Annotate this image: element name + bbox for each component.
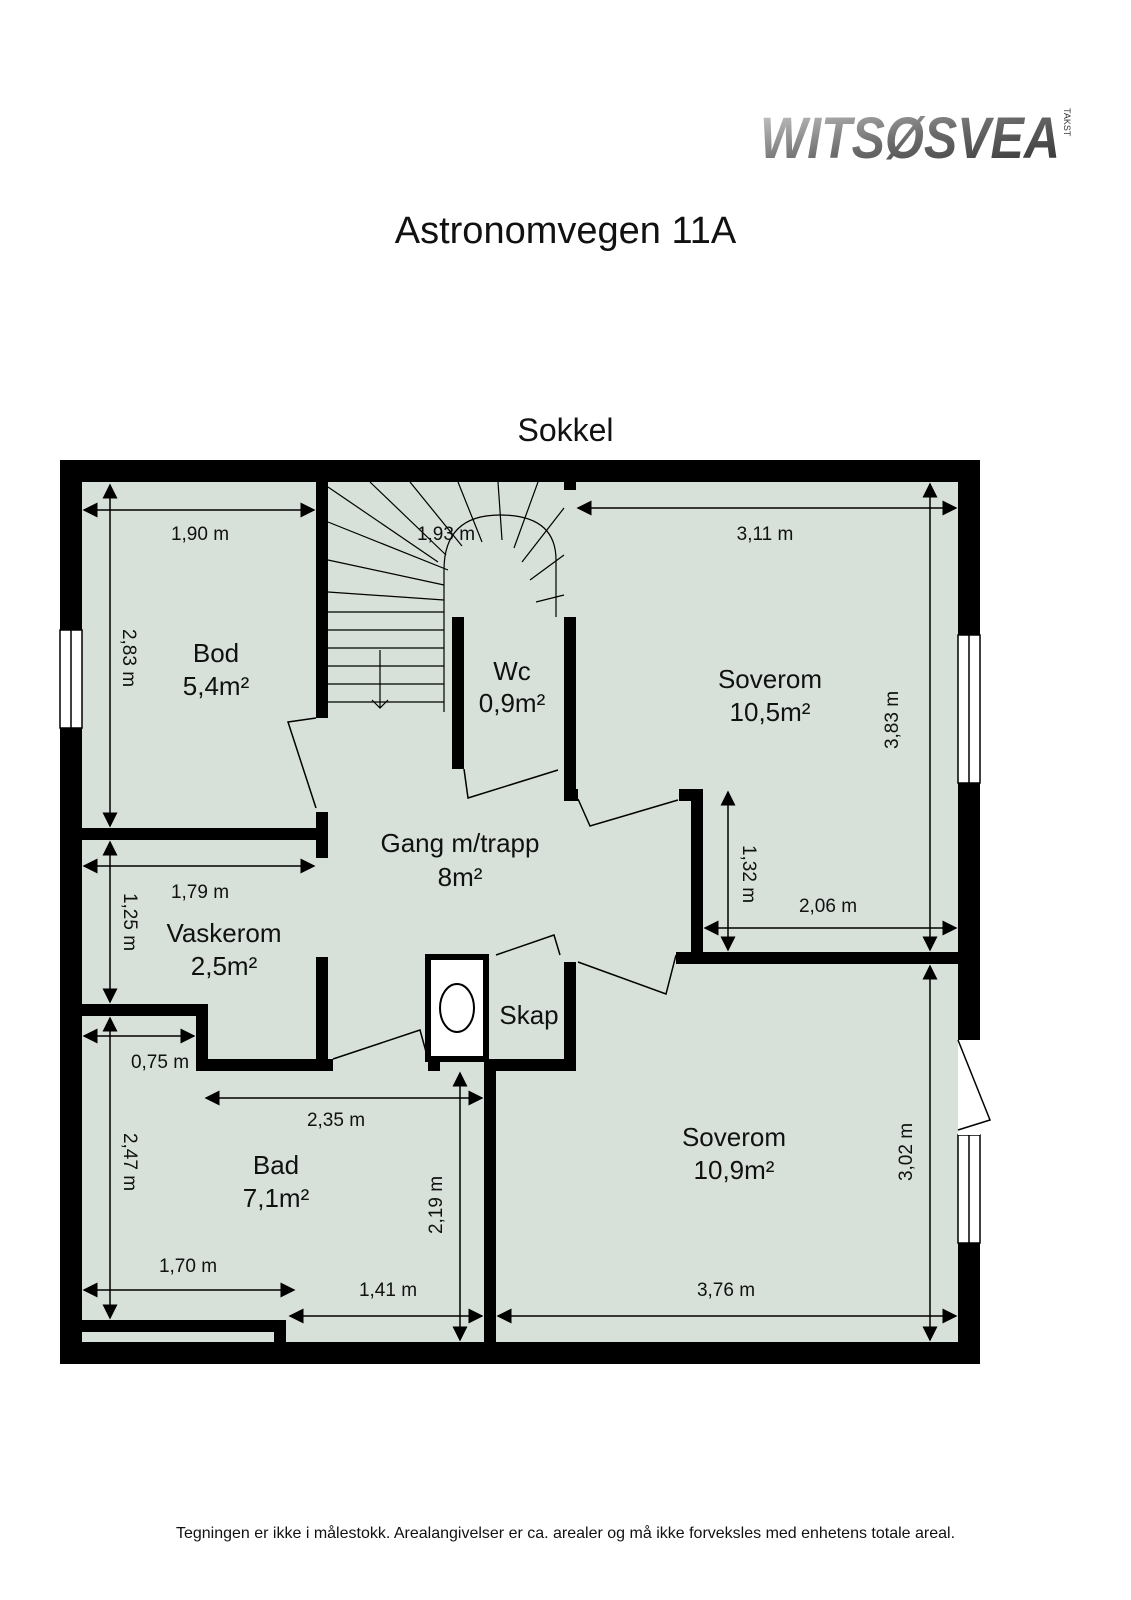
- dim-vaskerom-width: 1,79 m: [171, 882, 229, 903]
- dimension-lines: [82, 482, 958, 1342]
- room-area-soverom-2: 10,9m²: [694, 1155, 775, 1185]
- door-ytter: [957, 1039, 991, 1131]
- room-name-wc: Wc: [493, 656, 531, 686]
- room-area-bad: 7,1m²: [243, 1183, 310, 1213]
- boiler-icon: [439, 983, 475, 1033]
- property-title: Astronomvegen 11A: [394, 210, 737, 252]
- technical-unit: [425, 954, 489, 1062]
- room-area-gang: 8m²: [438, 862, 483, 892]
- room-name-bad: Bad: [253, 1150, 299, 1180]
- dim-vaskerom-height: 1,25 m: [119, 893, 140, 951]
- door-wc: [463, 768, 559, 799]
- room-name-skap: Skap: [499, 1000, 558, 1030]
- disclaimer-text: Tegningen er ikke i målestokk. Arealangi…: [175, 1525, 956, 1542]
- dim-bad-inner-height: 2,19 m: [426, 1176, 447, 1234]
- dim-soverom1-height: 3,83 m: [882, 691, 903, 749]
- door-bod: [287, 717, 317, 809]
- dim-bad-height: 2,47 m: [119, 1133, 140, 1191]
- dim-bod-height: 2,83 m: [118, 629, 139, 687]
- room-area-wc: 0,9m²: [479, 688, 546, 718]
- dim-soverom1-inner-width: 2,06 m: [799, 896, 857, 917]
- dim-soverom1-width: 3,11 m: [737, 524, 794, 545]
- floor-label: Sokkel: [517, 412, 614, 448]
- interior-walls: [82, 482, 958, 1342]
- door-swings: [287, 717, 991, 1131]
- logo-wordmark: WITSØSVEA: [760, 106, 1060, 171]
- dim-soverom2-height: 3,02 m: [896, 1123, 917, 1181]
- dim-bod-width: 1,90 m: [171, 524, 229, 545]
- door-sov1: [577, 798, 679, 827]
- room-name-gang: Gang m/trapp: [381, 828, 540, 858]
- staircase: [327, 481, 565, 712]
- dim-soverom1-inner-height: 1,32 m: [738, 845, 759, 903]
- floor-area: [60, 460, 980, 1364]
- windows: [59, 629, 981, 1244]
- dim-bad-width: 2,35 m: [307, 1110, 365, 1131]
- room-area-soverom-1: 10,5m²: [730, 697, 811, 727]
- door-skap: [495, 934, 561, 956]
- company-logo: WITSØSVEA TAKST: [760, 106, 1072, 171]
- door-sov2: [577, 954, 677, 995]
- dim-bad-small: 0,75 m: [131, 1052, 189, 1073]
- room-area-bod: 5,4m²: [183, 671, 250, 701]
- dim-stair-width: 1,93 m: [417, 524, 475, 545]
- room-name-bod: Bod: [193, 638, 239, 668]
- room-area-vaskerom: 2,5m²: [191, 951, 258, 981]
- logo-subtitle: TAKST: [1062, 108, 1072, 137]
- dim-bad-lower-width: 1,70 m: [159, 1256, 217, 1277]
- room-name-soverom-1: Soverom: [718, 664, 822, 694]
- room-name-vaskerom: Vaskerom: [166, 918, 281, 948]
- room-name-soverom-2: Soverom: [682, 1122, 786, 1152]
- dim-bad-lower-width-2: 1,41 m: [359, 1280, 417, 1301]
- dim-soverom2-width: 3,76 m: [697, 1280, 755, 1301]
